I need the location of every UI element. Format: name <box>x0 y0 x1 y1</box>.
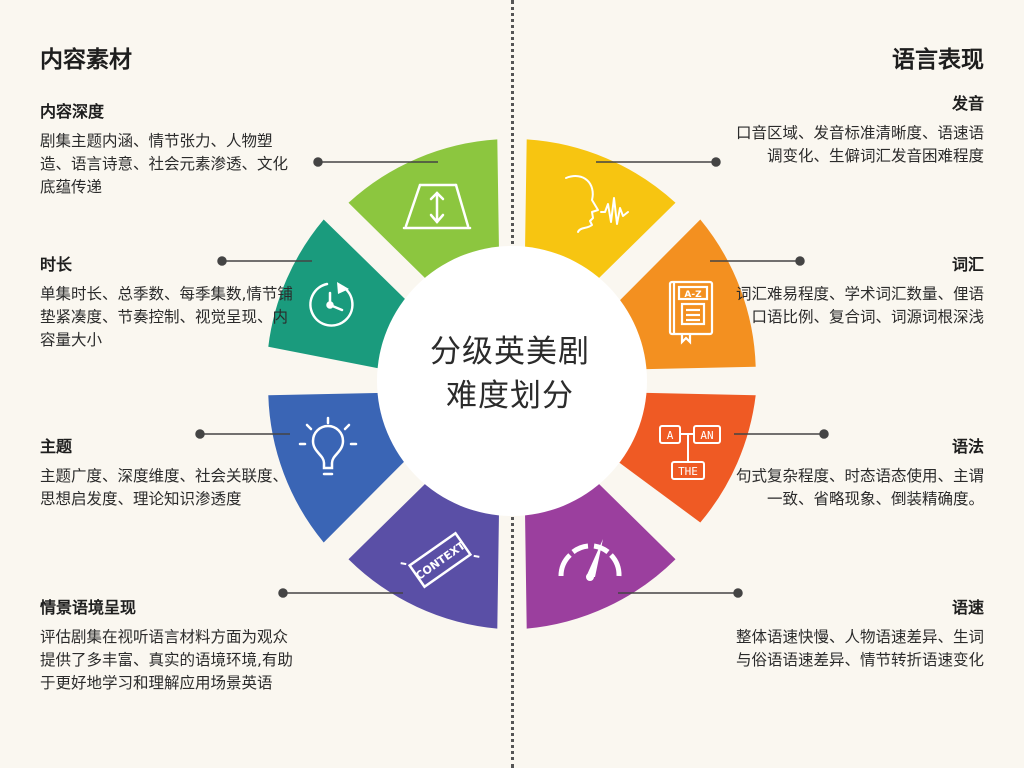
segment-context <box>348 470 500 629</box>
info-grammar-heading: 语法 <box>951 437 984 456</box>
info-speed: 语速 整体语速快慢、人物语速差异、生词与俗语语速差异、情节转折语速变化 <box>724 594 984 672</box>
info-duration-body: 单集时长、总季数、每季集数,情节铺垫紧凑度、节奏控制、视觉呈现、内容量大小 <box>40 285 293 349</box>
connector-context <box>278 588 403 598</box>
info-vocabulary-heading: 词汇 <box>951 255 984 274</box>
segment-theme <box>268 392 407 543</box>
dictionary-icon: A-Z <box>668 280 714 345</box>
right-section-title: 语言表现 <box>892 47 984 73</box>
info-content-depth-body: 剧集主题内涵、情节张力、人物塑造、语言诗意、社会元素渗透、文化底蕴传递 <box>40 132 289 196</box>
connector-theme <box>195 429 290 439</box>
connector-pronunciation <box>596 157 721 167</box>
svg-text:AN: AN <box>700 429 713 442</box>
svg-text:THE: THE <box>678 465 698 478</box>
grammar-icon: A AN THE <box>659 425 721 480</box>
info-pronunciation-heading: 发音 <box>951 94 984 113</box>
info-pronunciation: 发音 口音区域、发音标准清晰度、语速语调变化、生僻词汇发音困难程度 <box>724 90 984 168</box>
svg-text:A-Z: A-Z <box>684 290 702 300</box>
info-context-body: 评估剧集在视听语言材料方面为观众提供了多丰富、真实的语境环境,有助于更好地学习和… <box>40 628 293 692</box>
connector-duration <box>217 256 312 266</box>
segment-duration <box>268 219 408 370</box>
info-theme: 主题 主题广度、深度维度、社会关联度、思想启发度、理论知识渗透度 <box>40 433 300 511</box>
connector-content-depth <box>313 157 438 167</box>
timer-icon <box>309 282 354 327</box>
info-vocabulary: 词汇 词汇难易程度、学术词汇数量、俚语口语比例、复合词、词源词根深浅 <box>724 251 984 329</box>
connector-grammar <box>734 429 829 439</box>
info-speed-body: 整体语速快慢、人物语速差异、生词与俗语语速差异、情节转折语速变化 <box>735 628 984 669</box>
speaking-head-icon <box>565 175 629 233</box>
info-grammar-body: 句式复杂程度、时态语态使用、主谓一致、省略现象、倒装精确度。 <box>735 467 984 508</box>
center-circle <box>377 246 647 516</box>
center-title-line2: 难度划分 <box>446 378 574 414</box>
center-title-line1: 分级英美剧 <box>430 334 590 370</box>
segment-content-depth <box>348 139 500 292</box>
info-theme-heading: 主题 <box>40 437 73 456</box>
info-content-depth-heading: 内容深度 <box>40 102 105 121</box>
info-context: 情景语境呈现 评估剧集在视听语言材料方面为观众提供了多丰富、真实的语境环境,有助… <box>40 594 300 695</box>
info-speed-heading: 语速 <box>951 598 984 617</box>
info-pronunciation-body: 口音区域、发音标准清晰度、语速语调变化、生僻词汇发音困难程度 <box>735 124 984 165</box>
info-grammar: 语法 句式复杂程度、时态语态使用、主谓一致、省略现象、倒装精确度。 <box>724 433 984 511</box>
connector-vocabulary <box>710 256 805 266</box>
center-title: 分级英美剧 难度划分 <box>370 330 650 418</box>
left-section-title: 内容素材 <box>40 47 132 73</box>
svg-text:A: A <box>667 429 674 442</box>
info-content-depth: 内容深度 剧集主题内涵、情节张力、人物塑造、语言诗意、社会元素渗透、文化底蕴传递 <box>40 98 300 199</box>
info-theme-body: 主题广度、深度维度、社会关联度、思想启发度、理论知识渗透度 <box>40 467 289 508</box>
info-vocabulary-body: 词汇难易程度、学术词汇数量、俚语口语比例、复合词、词源词根深浅 <box>735 285 984 326</box>
speedometer-icon <box>558 539 622 581</box>
segment-vocabulary <box>617 219 756 370</box>
segment-grammar <box>616 392 756 523</box>
connector-speed <box>618 588 743 598</box>
info-context-heading: 情景语境呈现 <box>40 598 137 617</box>
depth-icon <box>402 183 472 230</box>
lightbulb-icon <box>298 416 358 476</box>
info-duration: 时长 单集时长、总季数、每季集数,情节铺垫紧凑度、节奏控制、视觉呈现、内容量大小 <box>40 251 300 352</box>
info-duration-heading: 时长 <box>40 255 73 274</box>
segment-pronunciation <box>524 139 676 292</box>
